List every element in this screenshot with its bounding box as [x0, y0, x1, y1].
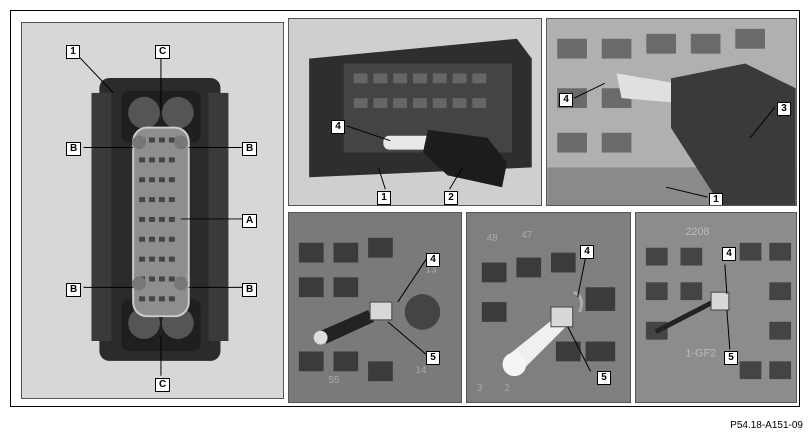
label-5: 5: [426, 351, 440, 365]
label-a: A: [242, 214, 258, 228]
label-4: 4: [722, 247, 736, 261]
label-1: 1: [377, 191, 391, 205]
label-4: 4: [426, 253, 440, 267]
text-55: 55: [329, 375, 340, 386]
text-2208: 2208: [685, 226, 709, 238]
label-4: 4: [331, 120, 345, 134]
detail-a-illustration: 13 55 14: [298, 237, 441, 386]
text-1-gf2: 1-GF2: [685, 347, 716, 359]
label-b-top-left: B: [66, 142, 82, 156]
label-2: 2: [444, 191, 458, 205]
label-1: 1: [709, 193, 723, 205]
label-b-bottom-right: B: [242, 283, 258, 297]
panel-detail-c: 2208 1-GF2 4 5: [635, 212, 797, 403]
figure-frame: 1 C B B A B B C 4 1 2: [10, 10, 800, 407]
label-c-bottom: C: [155, 378, 171, 392]
text-13: 13: [425, 264, 436, 275]
label-5: 5: [597, 371, 611, 385]
label-5: 5: [724, 351, 738, 365]
panel-detail-a: 13 55 14 4 5: [288, 212, 462, 403]
detail-c-illustration: 2208 1-GF2: [645, 226, 792, 380]
label-1: 1: [66, 45, 80, 59]
tool-closeup-illustration: [547, 19, 796, 205]
text-47: 47: [521, 230, 532, 241]
label-4: 4: [580, 245, 594, 259]
connector-side-illustration: [309, 38, 532, 190]
panel-tool-closeup: 4 3 1: [546, 18, 797, 206]
label-c-top: C: [155, 45, 171, 59]
panel-connector-face: 1 C B B A B B C: [21, 22, 284, 399]
label-b-top-right: B: [242, 142, 258, 156]
label-3: 3: [777, 102, 791, 116]
text-3: 3: [477, 383, 483, 394]
label-b-bottom-left: B: [66, 283, 82, 297]
connector-face-illustration: [75, 52, 243, 376]
figure-code: P54.18-A151-09: [730, 420, 803, 431]
label-4: 4: [559, 93, 573, 107]
text-14: 14: [416, 365, 427, 376]
panel-detail-b: 48 47 3 2 4 5: [466, 212, 631, 403]
detail-b-illustration: 48 47 3 2: [477, 230, 616, 394]
text-2: 2: [505, 383, 510, 394]
text-48: 48: [487, 233, 498, 244]
panel-connector-side: 4 1 2: [288, 18, 542, 206]
